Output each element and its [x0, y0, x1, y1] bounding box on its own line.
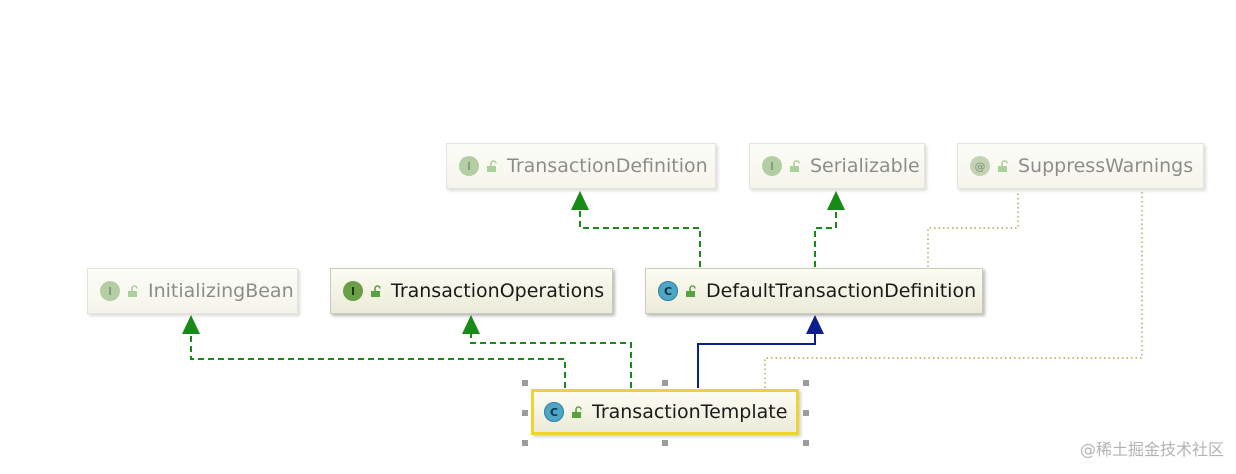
edge-template-to-suppress-warnings — [764, 191, 1143, 388]
arrowhead-transaction-definition — [571, 191, 589, 210]
edge-template-to-transaction-operations — [470, 334, 632, 388]
resize-handle-bottom-left[interactable] — [522, 440, 528, 446]
edge-template-to-default-definition — [697, 334, 816, 388]
node-transaction-operations[interactable]: I TransactionOperations — [330, 268, 613, 314]
class-icon: C — [658, 281, 678, 301]
node-label: TransactionDefinition — [507, 155, 708, 177]
arrowhead-initializing-bean — [182, 315, 200, 334]
node-serializable[interactable]: I Serializable — [749, 143, 925, 189]
edge-template-to-initializing-bean — [190, 334, 566, 388]
watermark: @稀土掘金技术社区 — [1079, 440, 1224, 459]
interface-icon: I — [343, 281, 363, 301]
edge-default-to-serializable — [814, 210, 837, 267]
annotation-icon: @ — [970, 156, 990, 176]
interface-icon: I — [459, 156, 479, 176]
public-lock-icon — [572, 405, 582, 418]
resize-handle-middle-right[interactable] — [803, 410, 809, 416]
arrowhead-transaction-operations — [462, 315, 480, 334]
node-label: SuppressWarnings — [1018, 155, 1194, 177]
node-label: TransactionTemplate — [592, 401, 788, 423]
resize-handle-top-middle[interactable] — [662, 380, 668, 386]
node-label: InitializingBean — [148, 280, 294, 302]
arrowhead-default-definition — [806, 315, 824, 334]
public-lock-icon — [128, 284, 138, 297]
interface-icon: I — [100, 281, 120, 301]
resize-handle-middle-left[interactable] — [522, 410, 528, 416]
edge-default-to-transaction-definition — [579, 210, 701, 267]
class-icon: C — [544, 402, 564, 422]
public-lock-icon — [686, 284, 696, 297]
resize-handle-bottom-right[interactable] — [803, 440, 809, 446]
node-transaction-definition[interactable]: I TransactionDefinition — [446, 143, 716, 189]
edge-default-to-suppress-warnings — [927, 191, 1019, 267]
resize-handle-top-right[interactable] — [803, 380, 809, 386]
node-initializing-bean[interactable]: I InitializingBean — [87, 268, 298, 314]
public-lock-icon — [487, 159, 497, 172]
public-lock-icon — [998, 159, 1008, 172]
node-label: Serializable — [810, 155, 920, 177]
node-label: DefaultTransactionDefinition — [706, 280, 977, 302]
resize-handle-bottom-middle[interactable] — [662, 440, 668, 446]
resize-handle-top-left[interactable] — [522, 380, 528, 386]
interface-icon: I — [762, 156, 782, 176]
node-transaction-template[interactable]: C TransactionTemplate — [531, 389, 799, 435]
public-lock-icon — [790, 159, 800, 172]
node-label: TransactionOperations — [391, 280, 605, 302]
arrowhead-serializable — [827, 191, 845, 210]
node-suppress-warnings[interactable]: @ SuppressWarnings — [957, 143, 1204, 189]
node-default-transaction-definition[interactable]: C DefaultTransactionDefinition — [645, 268, 983, 314]
public-lock-icon — [371, 284, 381, 297]
